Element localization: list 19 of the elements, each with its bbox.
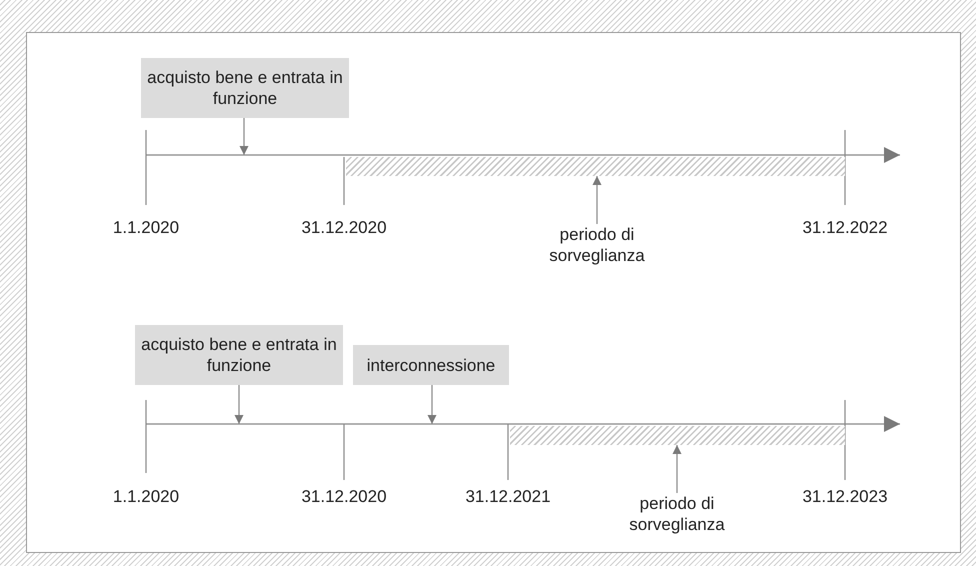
arrow [240,118,248,155]
period-label: periodo di sorveglianza [537,224,657,268]
arrow [672,445,682,493]
date-label: 1.1.2020 [112,486,180,507]
event-box: acquisto bene e entrata in funzione [141,58,349,118]
event-box: acquisto bene e entrata in funzione [135,325,343,385]
arrow [428,385,436,424]
period-label: periodo di sorveglianza [617,493,737,537]
hatched-period-band [346,157,845,176]
date-label: 31.12.2020 [301,486,387,507]
date-label: 1.1.2020 [112,217,180,238]
date-label: 31.12.2020 [301,217,387,238]
date-label: 31.12.2023 [802,486,888,507]
date-label: 31.12.2022 [802,217,888,238]
arrow [234,385,244,424]
hatched-period-band [510,426,845,445]
date-label: 31.12.2021 [465,486,551,507]
arrow [592,176,602,224]
event-box: interconnessione [353,345,509,385]
